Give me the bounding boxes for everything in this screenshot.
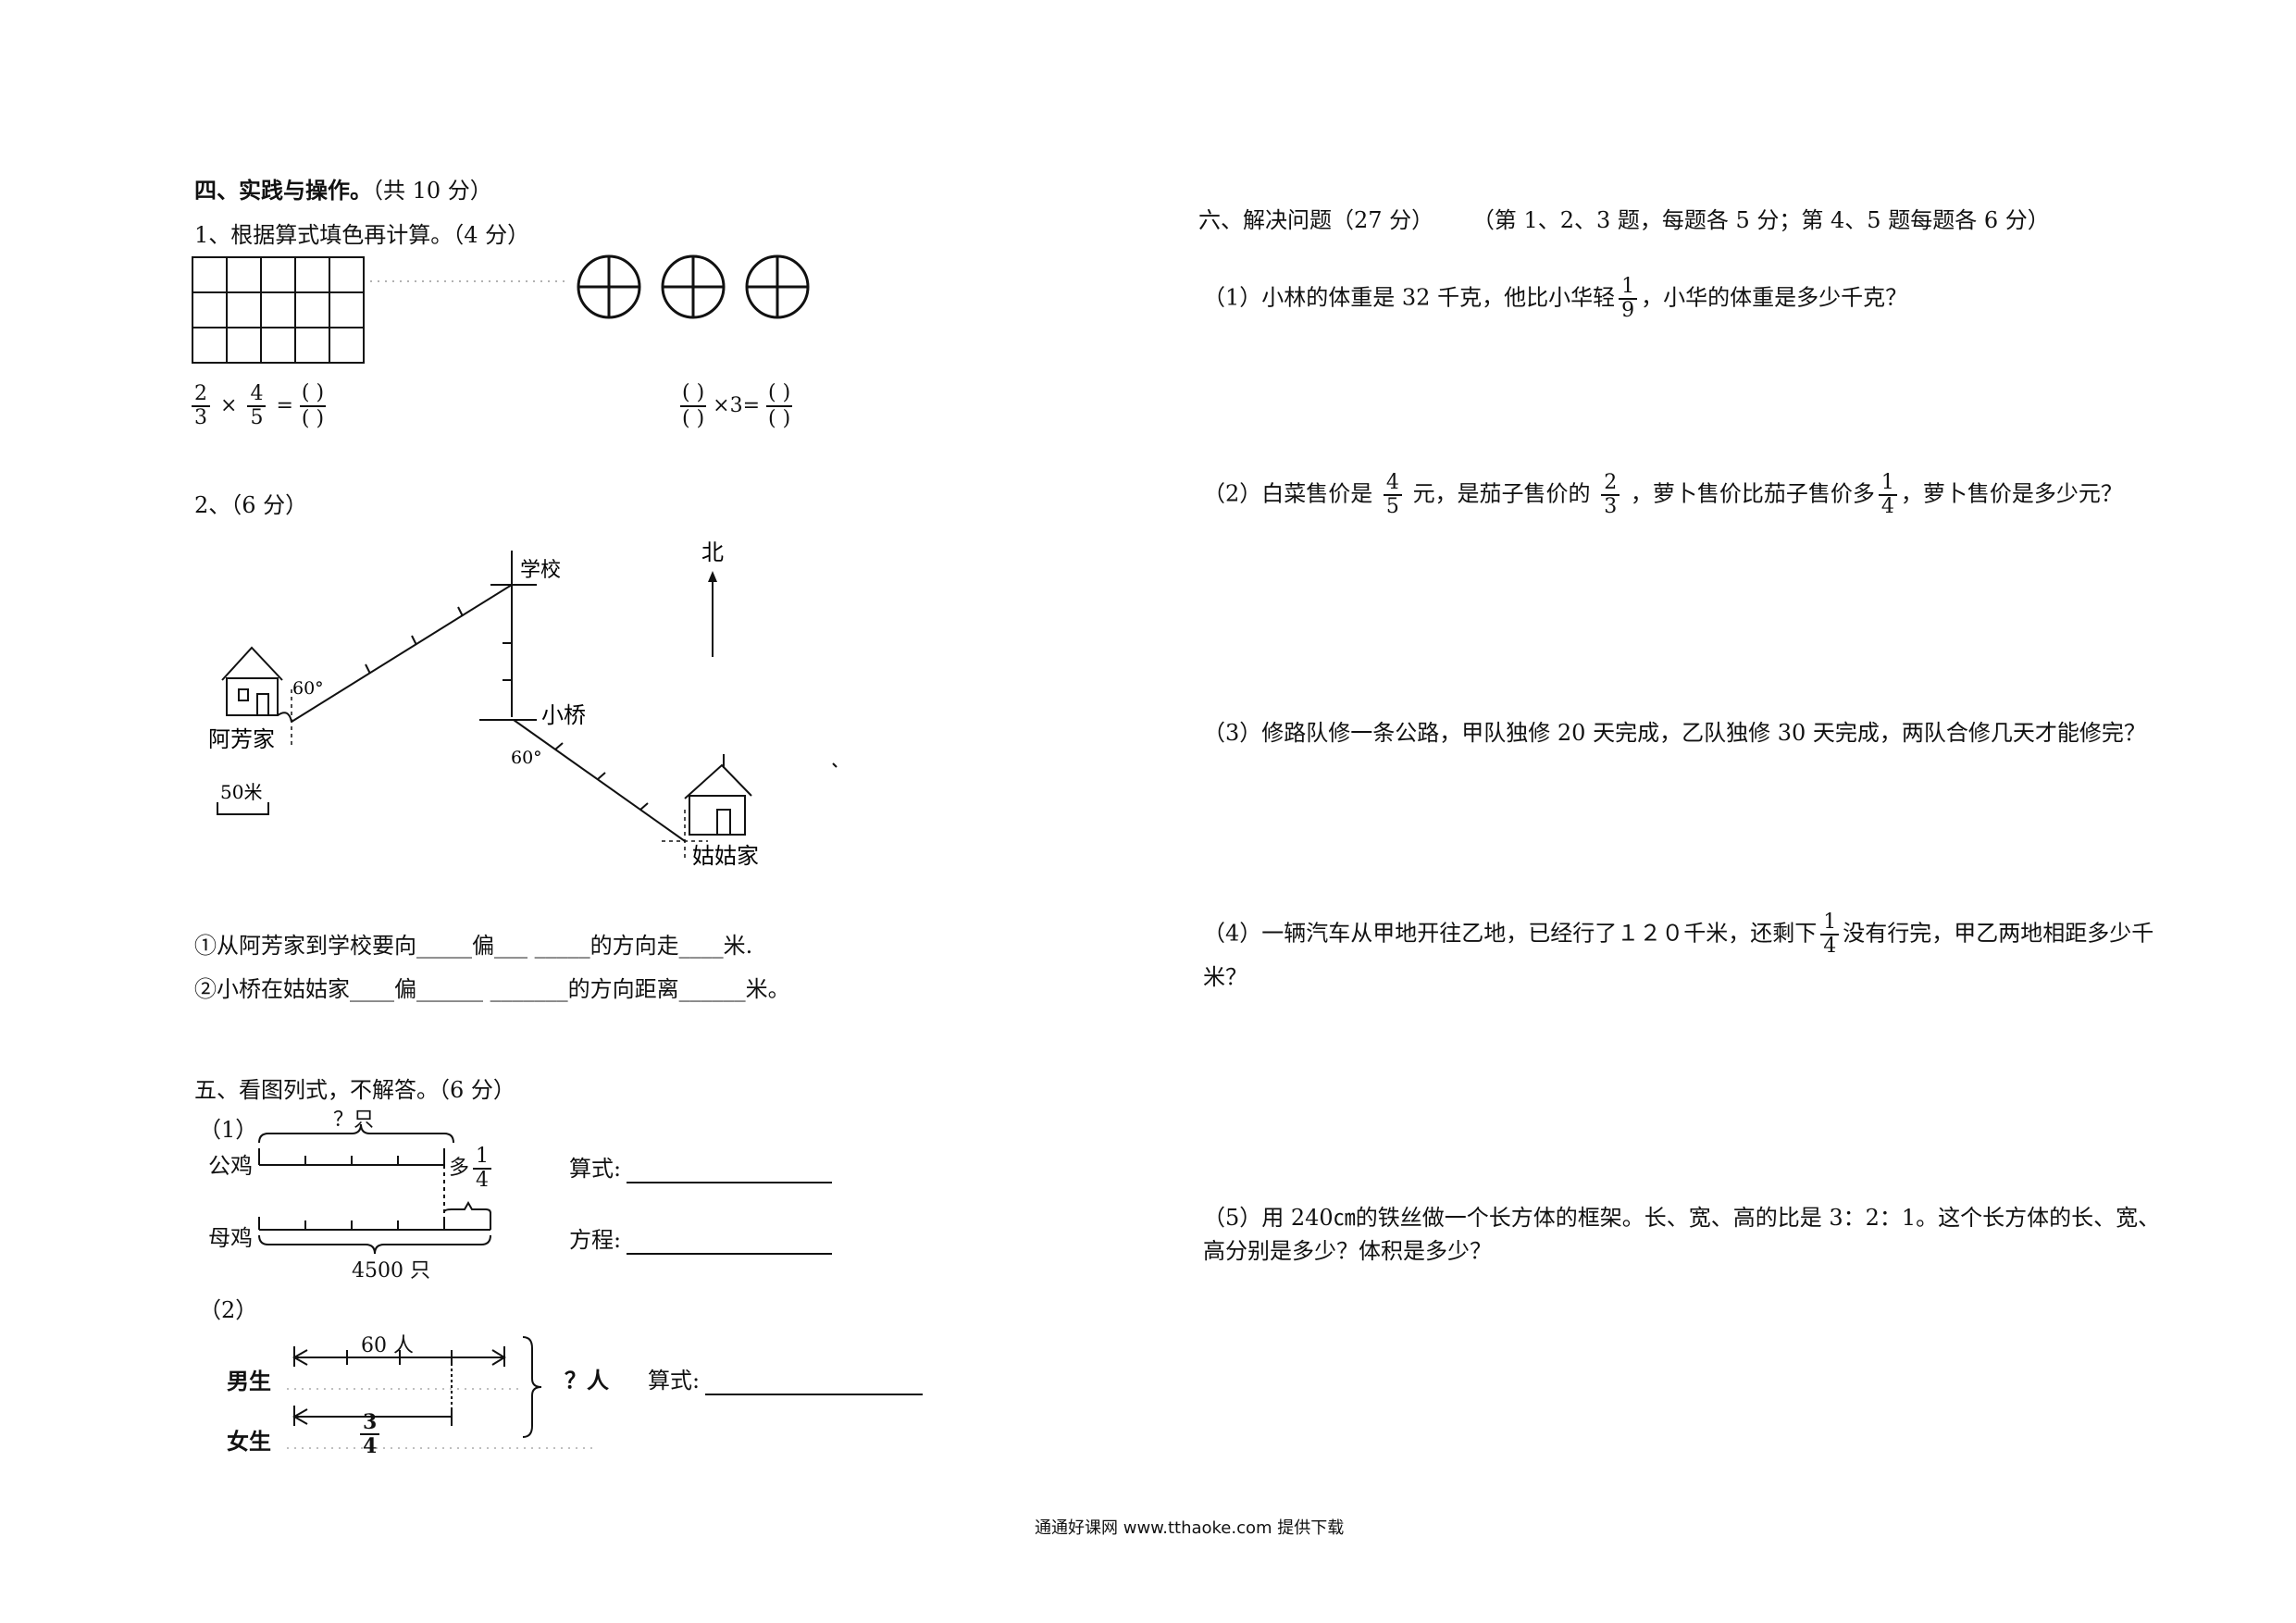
p1-formula-blank[interactable] [627, 1161, 833, 1183]
p2-boys: 男生 [227, 1368, 271, 1394]
label-angle2: 60° [511, 748, 542, 768]
students-diagram [287, 1336, 592, 1449]
scale-bar [217, 802, 269, 815]
p1-label: （1） [199, 1117, 258, 1143]
label-aunt: 姑姑家 [692, 843, 759, 869]
q2-line2: ②小桥在姑姑家____偏______ _______的方向距离______米。 [194, 976, 790, 1002]
answer-frac-blank-1[interactable]: ( )( ) [299, 381, 327, 430]
problem-4-cont: 米？ [1203, 964, 1247, 990]
label-angle1: 60° [292, 678, 324, 699]
answer-frac-blank-3[interactable]: ( )( ) [766, 381, 793, 430]
p2-formula-blank[interactable] [705, 1373, 924, 1395]
problem-5-line1: （5）用 240㎝的铁丝做一个长方体的框架。长、宽、高的比是 3：2：1。这个长… [1203, 1205, 2161, 1231]
circle-2 [661, 254, 726, 319]
label-school: 学校 [520, 559, 561, 582]
house-icon-home [221, 646, 292, 723]
problem-3: （3）修路队修一条公路，甲队独修 20 天完成，乙队独修 30 天完成，两队合修… [1203, 720, 2146, 746]
circle-1 [577, 254, 641, 319]
section4-title: 四、实践与操作。 [194, 177, 372, 204]
q2-line1: ①从阿芳家到学校要向_____偏___ _____的方向走____米. [194, 933, 753, 959]
section4-score: （共 10 分） [372, 178, 492, 204]
p2-sixty: 60 人 [361, 1334, 414, 1357]
circle-3 [745, 254, 810, 319]
label-home: 阿芳家 [208, 726, 275, 752]
section5-title: 五、看图列式，不解答。（6 分） [194, 1077, 515, 1103]
p1-rooster: 公鸡 [208, 1153, 253, 1179]
p1-question: ？只 [333, 1109, 375, 1132]
expr2: ( )( ) ×3= ( )( ) [680, 381, 793, 430]
footer-text: 通通好课网 www.tthaoke.com 提供下载 [1035, 1518, 1345, 1538]
chicken-diagram [258, 1123, 491, 1255]
p2-formula: 算式: [648, 1366, 924, 1395]
q2-title: 2、（6 分） [194, 492, 308, 518]
section6-heading: 六、解决问题（27 分） （第 1、2、3 题，每题各 5 分；第 4、5 题每… [1198, 205, 2050, 235]
p1-equation-blank[interactable] [627, 1233, 833, 1255]
q1-title: 1、根据算式填色再计算。（4 分） [194, 222, 530, 248]
answer-frac-blank-2[interactable]: ( )( ) [680, 381, 707, 430]
section4-heading: 四、实践与操作。（共 10 分） [194, 176, 492, 205]
section6-note: （第 1、2、3 题，每题各 5 分；第 4、5 题每题各 6 分） [1471, 207, 2050, 233]
p1-hen: 母鸡 [208, 1225, 253, 1251]
p2-label: （2） [199, 1297, 258, 1323]
label-bridge: 小桥 [541, 702, 586, 728]
grid-rectangle [192, 256, 365, 364]
p1-total: 4500 只 [352, 1259, 430, 1282]
map-diagram: 学校 北 60° 阿芳家 小桥 60° 姑姑家 50米 [208, 539, 838, 869]
p1-equation: 方程: [569, 1225, 833, 1255]
house-icon-aunt [684, 754, 752, 836]
q1-figures [192, 254, 810, 364]
label-scale: 50米 [220, 781, 262, 803]
p2-question: ？人 [565, 1367, 609, 1394]
p1-formula: 算式: [569, 1154, 833, 1183]
problem-5-line2: 高分别是多少？体积是多少？ [1203, 1238, 1492, 1264]
section6-title: 六、解决问题（27 分） [1198, 207, 1434, 233]
p2-girls: 女生 [227, 1428, 271, 1455]
label-north: 北 [701, 539, 724, 565]
